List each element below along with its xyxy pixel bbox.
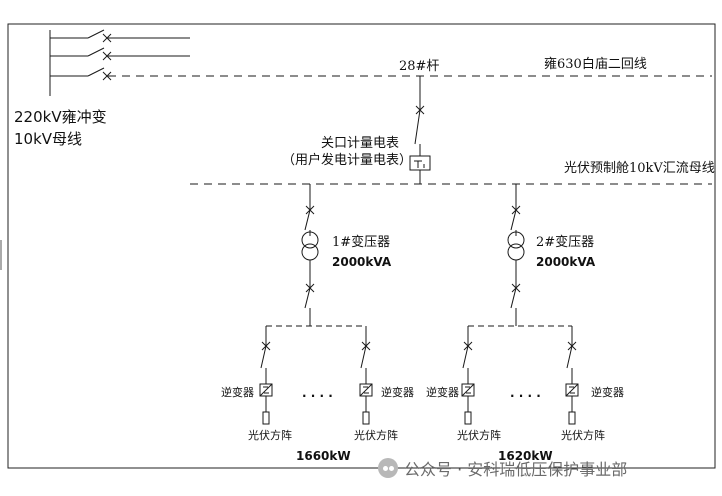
transformer-1-rating: 2000kVA (332, 255, 392, 269)
branch-1-transformer-coil-top (301, 231, 319, 249)
pv-bus-label: 光伏预制舱10kV汇流母线 (564, 161, 715, 176)
branch-2-transformer-coil-top (507, 231, 525, 249)
pv-array-label-1: 光伏方阵 (248, 429, 292, 442)
diagram-frame (7, 23, 716, 469)
watermark: 公众号 · 安科瑞低压保护事业部 (378, 456, 627, 480)
transformer-1-name: 1#变压器 (332, 235, 391, 250)
inverter-label-4: 逆变器 (591, 386, 624, 399)
branch-1-transformer-coil-bottom (301, 243, 319, 261)
branch-2-feed-2-inverter-diag (565, 383, 579, 397)
feeder-3-blade (87, 67, 105, 77)
bus-10kv-label: 10kV母线 (14, 130, 83, 148)
branch-2-feed-1-breaker-blade (462, 345, 469, 369)
pv-array-label-3: 光伏方阵 (457, 429, 501, 442)
transformer-2-name: 2#变压器 (536, 235, 595, 250)
inverter-label-1: 逆变器 (221, 386, 254, 399)
feeder-2-blade (87, 47, 105, 57)
branch-1-feed-2-inverter-diag (359, 383, 373, 397)
meter-box (409, 155, 431, 171)
branch-2-feed-2-pv-panel (568, 411, 576, 425)
branch-2-feed-1-pv-panel (464, 411, 472, 425)
branch-2-feed-2-breaker-blade (566, 345, 573, 369)
transformer-2-rating: 2000kVA (536, 255, 596, 269)
substation-label: 220kV雍冲变 (14, 108, 107, 126)
branch-1-hv-breaker-blade (304, 209, 311, 231)
pole-breaker-blade (414, 109, 421, 145)
branch-2-transformer-coil-bottom (507, 243, 525, 261)
wechat-icon (378, 458, 398, 478)
feeder-2-x-b (102, 51, 112, 61)
branch-1-feed-2-pv-panel (362, 411, 370, 425)
ellipsis-2: · · · · (510, 389, 541, 403)
branch-2-lv-breaker-blade (510, 287, 517, 309)
branch-1-feed-1-pv-panel (262, 411, 270, 425)
watermark-text: 公众号 · 安科瑞低压保护事业部 (404, 460, 628, 479)
branch-1-feed-1-inverter-diag (259, 383, 273, 397)
pv-array-label-4: 光伏方阵 (561, 429, 605, 442)
inverter-label-2: 逆变器 (381, 386, 414, 399)
line-name-label: 雍630白庙二回线 (544, 57, 647, 72)
ellipsis-1: · · · · (302, 389, 333, 403)
feeder-1-x-b (102, 33, 112, 43)
branch-2-feed-1-inverter-diag (461, 383, 475, 397)
meter-title-label: 关口计量电表 (321, 136, 400, 151)
branch-1-lv-breaker-blade (304, 287, 311, 309)
feeder-3-x-b (102, 71, 112, 81)
pv-array-label-2: 光伏方阵 (354, 429, 398, 442)
meter-sub-label: （用户发电计量电表） (282, 153, 413, 168)
branch-1-feed-2-breaker-blade (360, 345, 367, 369)
feeder-1-blade (87, 29, 105, 39)
capacity-label-2: 1620kW (498, 449, 553, 463)
branch-1-feed-1-breaker-blade (260, 345, 267, 369)
pole-label: 28#杆 (399, 59, 440, 74)
inverter-label-3: 逆变器 (426, 386, 459, 399)
branch-2-hv-breaker-blade (510, 209, 517, 231)
capacity-label-1: 1660kW (296, 449, 351, 463)
